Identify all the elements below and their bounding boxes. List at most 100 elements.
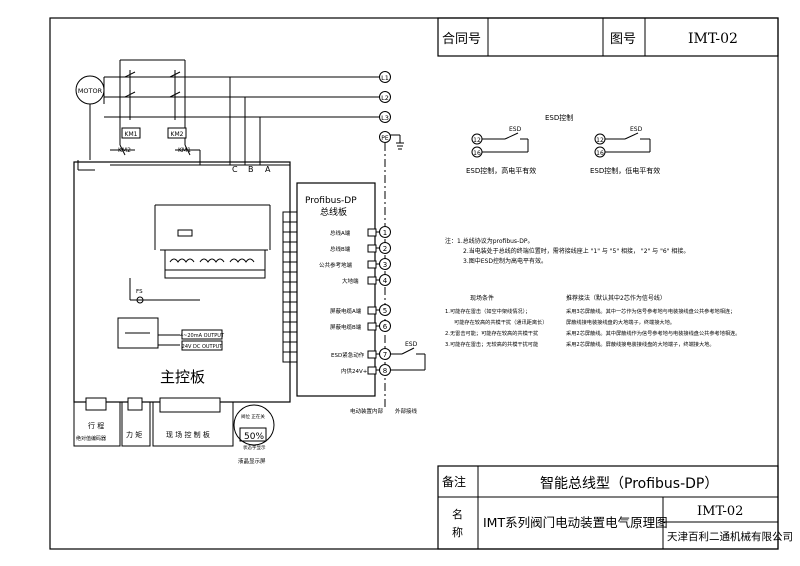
profibus-terminal-1: 总线A端 1: [330, 226, 391, 238]
condition-row-3a: 2.无雷击可能；可能存在较高的共模干扰: [445, 329, 538, 337]
profibus-terminal-6: 屏蔽电缆B端 6: [330, 320, 391, 332]
esd-left-switch: ESD: [509, 126, 522, 133]
profibus-terminal-5: 屏蔽电缆A端 5: [330, 304, 391, 316]
lcd-percent: 50%: [244, 432, 264, 442]
power-terminal-l1: L1: [379, 71, 391, 83]
svg-text:PE: PE: [381, 135, 389, 142]
profibus-esd-label: ESD: [405, 341, 418, 348]
svg-text:L3: L3: [381, 114, 389, 122]
profibus-terminal-8: 内供24V+ 8: [341, 364, 391, 376]
contract-label: 合同号: [442, 32, 481, 47]
svg-text:3: 3: [383, 261, 387, 269]
fuse-label: FS: [136, 289, 143, 295]
note-1: 注：1.总线协议为profibus-DP。: [445, 237, 533, 245]
power-lines: [104, 76, 404, 410]
encoder-label-1: 行 程: [88, 421, 104, 430]
lcd-top-text: 阀位 正在关: [241, 413, 265, 420]
esd-right-diagram: [594, 132, 651, 158]
conditions-header-2: 推荐接法（默认其中2芯作为信号线）: [566, 294, 666, 302]
contact-km2-label: KM2: [118, 147, 131, 154]
note-3: 3.图中ESD控制为高电平有效。: [463, 257, 547, 265]
inside-label: 电动装置内部: [350, 407, 384, 415]
condition-row-1a: 1.可能存在雷击（如空中架线情况）；: [445, 307, 530, 315]
svg-text:L1: L1: [381, 74, 389, 82]
svg-text:6: 6: [383, 323, 388, 331]
lcd-sub-text: 状态字显示: [243, 444, 266, 451]
note-2: 2.当电装处于总线的终端位置时，需将接线座上 "1" 与 "5" 相接， "2"…: [463, 247, 689, 255]
svg-text:L2: L2: [381, 94, 389, 102]
condition-row-3b: 采用2芯屏蔽线。其中屏蔽线作为信号参考地与电装接线盘公共参考地相连。: [566, 329, 741, 337]
drawing-no: IMT-02: [688, 31, 738, 47]
title-block-top: 合同号 图号 IMT-02: [437, 17, 779, 57]
profibus-terminal-7: ESD紧急动作 7: [331, 348, 391, 360]
motor-term-c: C: [232, 165, 238, 174]
svg-text:1: 1: [383, 229, 387, 237]
svg-text:内供24V+: 内供24V+: [341, 367, 368, 375]
profibus-title: Profibus-DP: [305, 196, 357, 206]
esd-right-caption: ESD控制，低电平有效: [590, 166, 660, 175]
svg-text:MOTOR: MOTOR: [78, 87, 103, 95]
condition-row-2b: 屏蔽线接电装接线盘的大地端子，终端接大地。: [566, 318, 675, 326]
lcd-caption: 液晶显示屏: [238, 457, 266, 465]
output-24v-dc: 24V DC OUTPUT: [181, 340, 223, 351]
esd-right-t1: 12: [596, 137, 604, 144]
outside-label: 外部接线: [395, 407, 418, 415]
esd-right-t2: 16: [596, 150, 604, 157]
svg-text:屏蔽电缆B端: 屏蔽电缆B端: [330, 323, 362, 331]
svg-text:总线A端: 总线A端: [330, 229, 351, 237]
profibus-terminal-3: 公共参考地端 3: [319, 258, 391, 270]
svg-text:4~20mA OUTPUT: 4~20mA OUTPUT: [180, 333, 225, 339]
svg-text:大地端: 大地端: [342, 277, 359, 285]
name-label-1: 名: [452, 507, 463, 521]
supply-block: [117, 204, 271, 349]
contact-km1-label: KM1: [178, 147, 191, 154]
main-board-outline: [73, 161, 291, 403]
svg-text:4: 4: [383, 277, 388, 285]
svg-text:KM2: KM2: [171, 131, 184, 138]
field-control-board: [152, 397, 234, 447]
contactor-km2: KM2: [167, 127, 187, 139]
svg-text:5: 5: [383, 307, 387, 315]
field-control-label: 现 场 控 制 板: [166, 430, 210, 439]
esd-right-switch: ESD: [630, 126, 643, 133]
drawing-no-label: 图号: [610, 32, 636, 47]
profibus-board-outline: [296, 182, 376, 397]
motor-symbol: MOTOR: [75, 75, 105, 105]
condition-row-1b: 采用3芯屏蔽线。其中一芯作为信号参考地与电装接线盘公共参考地相连；: [566, 307, 735, 315]
svg-text:2: 2: [383, 245, 387, 253]
svg-text:7: 7: [383, 351, 387, 359]
drawing-name: IMT系列阀门电动装置电气原理图: [483, 515, 668, 530]
svg-text:公共参考地端: 公共参考地端: [319, 261, 353, 269]
condition-row-4b: 采用2芯屏蔽线。屏蔽线接电装接线盘的大地端子，终端接大地。: [566, 340, 715, 348]
torque-label: 力 矩: [126, 430, 142, 439]
motor-term-a: A: [265, 165, 271, 174]
profibus-terminal-4: 大地端 4: [342, 274, 391, 286]
power-terminal-l2: L2: [379, 91, 391, 103]
svg-text:8: 8: [383, 367, 387, 375]
condition-row-4a: 3.可能存在雷击；无较高的共模干扰可能: [445, 340, 538, 348]
profibus-subtitle: 总线板: [320, 206, 347, 218]
title-block-bottom: 备注 智能总线型（Profibus-DP） 名 称 IMT系列阀门电动装置电气原…: [437, 465, 793, 550]
name-label-2: 称: [452, 525, 463, 539]
svg-text:屏蔽电缆A端: 屏蔽电缆A端: [330, 307, 362, 315]
power-terminal-pe: PE: [379, 131, 391, 143]
conditions-header-1: 现场条件: [470, 294, 494, 302]
remark-text: 智能总线型（Profibus-DP）: [540, 476, 718, 492]
esd-left-caption: ESD控制，高电平有效: [466, 166, 536, 175]
encoder-label-2: 绝对值编码器: [76, 435, 106, 442]
lcd-display: [233, 404, 275, 446]
profibus-esd-switch: [391, 347, 426, 371]
profibus-terminal-2: 总线B端 2: [330, 242, 391, 254]
encoder-board: [73, 397, 121, 447]
output-4-20ma: 4~20mA OUTPUT: [180, 329, 225, 340]
svg-text:KM1: KM1: [125, 131, 138, 138]
company-name: 天津百利二通机械有限公司: [667, 530, 793, 543]
svg-text:总线B端: 总线B端: [330, 245, 351, 253]
condition-row-2a: 可能存在较高的共模干扰（通讯距离长）: [454, 318, 547, 326]
esd-left-t1: 12: [473, 137, 481, 144]
motor-term-b: B: [248, 165, 254, 174]
esd-title: ESD控制: [545, 113, 573, 122]
drawing-frame: [49, 17, 779, 550]
power-terminal-l3: L3: [379, 111, 391, 123]
